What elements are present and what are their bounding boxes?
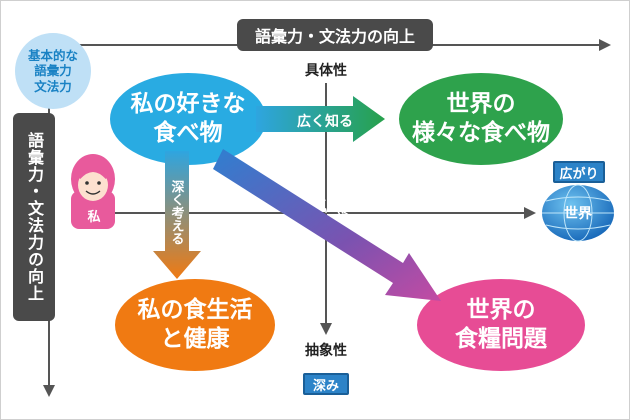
- depth-badge: 深み: [303, 373, 349, 395]
- globe-icon: [542, 184, 614, 242]
- node-diet-health-blob: [115, 279, 275, 371]
- basics-bubble: 基本的な 語彙力 文法力: [15, 33, 91, 109]
- node-world-food-issue-label: 世界の 食糧問題: [455, 297, 547, 352]
- arrow-broaden-label: 広く知る: [297, 114, 353, 130]
- top-axis-label: 語彙力・文法力の向上: [237, 19, 433, 51]
- node-world-food-issue-blob: [417, 279, 585, 371]
- y-top-label: 具体性: [305, 63, 347, 79]
- arrow-deepen: [153, 151, 201, 279]
- y-bottom-label: 抽象性: [305, 343, 347, 359]
- arrow-deepen-label: 深く考える: [168, 179, 184, 245]
- arrow-broaden: [256, 96, 385, 142]
- node-world-food-blob: [399, 73, 563, 165]
- node-liked-food-blob: [110, 73, 266, 165]
- node-world-food-label: 世界の 様々な食べ物: [412, 91, 550, 146]
- me-label: 私: [87, 209, 101, 225]
- left-axis-label: 語彙力・文法力の向上: [13, 113, 55, 321]
- node-diet-health-label: 私の食生活 と健康: [137, 297, 253, 352]
- arrow-broaden-deepen: [213, 149, 441, 301]
- node-liked-food-label: 私の好きな 食べ物: [130, 91, 246, 146]
- girl-face-icon: [71, 154, 115, 229]
- globe-label: 世界: [564, 206, 592, 222]
- breadth-badge: 広がり: [553, 161, 605, 183]
